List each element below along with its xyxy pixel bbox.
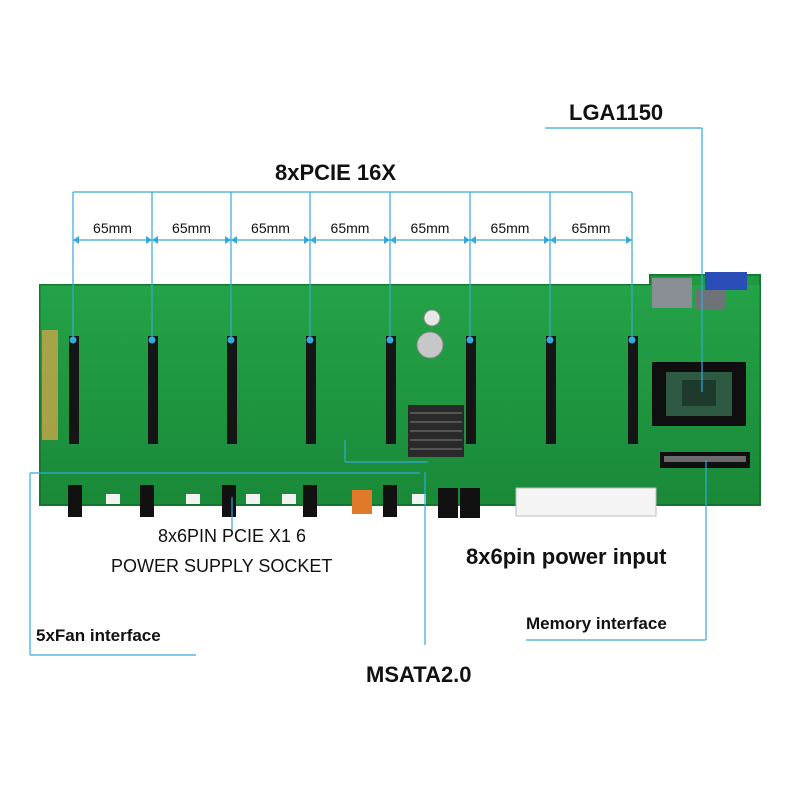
arrowhead-1-end <box>146 236 152 244</box>
slot-marker-3 <box>227 336 235 344</box>
arrowhead-5-start <box>390 236 396 244</box>
lga1150-label: LGA1150 <box>569 100 664 125</box>
arrowhead-1-start <box>73 236 79 244</box>
spacing-label-5: 65mm <box>411 220 450 236</box>
pcie-slot-8 <box>628 336 638 444</box>
arrowhead-4-end <box>384 236 390 244</box>
slot-marker-4 <box>306 336 314 344</box>
power-input-connector <box>515 487 657 517</box>
pcie-slots <box>69 336 638 444</box>
chipset-heatsink <box>408 405 464 457</box>
dimension-markers <box>69 192 636 344</box>
power-socket-line1: 8x6PIN PCIE X1 6 <box>158 526 307 546</box>
callout-lines <box>29 127 707 656</box>
pcie-slot-4 <box>306 336 316 444</box>
slot-marker-2 <box>148 336 156 344</box>
memory-slot <box>660 452 750 468</box>
dimension-labels: 65mm 65mm 65mm 65mm 65mm 65mm 65mm <box>93 220 610 236</box>
arrowhead-3-start <box>231 236 237 244</box>
pcie-count-label: 8xPCIE 16X <box>275 160 397 185</box>
pcie-slot-7 <box>546 336 556 444</box>
spacing-label-6: 65mm <box>491 220 530 236</box>
arrowhead-2-start <box>152 236 158 244</box>
arrowhead-5-end <box>464 236 470 244</box>
arrowhead-6-start <box>470 236 476 244</box>
pcie-slot-1 <box>69 336 79 444</box>
slot-marker-7 <box>546 336 554 344</box>
pcie-power-sockets <box>68 485 480 518</box>
slot-marker-1 <box>69 336 77 344</box>
cmos-battery <box>416 331 444 359</box>
spacing-label-2: 65mm <box>172 220 211 236</box>
pcie-slot-3 <box>227 336 237 444</box>
fan-interface-label: 5xFan interface <box>36 626 161 645</box>
spacing-label-7: 65mm <box>572 220 611 236</box>
pcie-slot-5 <box>386 336 396 444</box>
power-socket-line2: POWER SUPPLY SOCKET <box>111 556 333 576</box>
pcie-slot-2 <box>148 336 158 444</box>
power-input-label: 8x6pin power input <box>466 544 667 569</box>
slot-marker-6 <box>466 336 474 344</box>
slot-marker-5 <box>386 336 394 344</box>
arrowhead-2-end <box>225 236 231 244</box>
fan-headers <box>106 494 426 504</box>
memory-interface-label: Memory interface <box>526 614 667 633</box>
arrowhead-7-end <box>626 236 632 244</box>
arrowhead-4-start <box>310 236 316 244</box>
motherboard <box>39 272 761 518</box>
arrowhead-7-start <box>550 236 556 244</box>
arrowhead-3-end <box>304 236 310 244</box>
left-edge-header <box>42 330 58 440</box>
pcie-slot-6 <box>466 336 476 444</box>
slot-marker-8 <box>628 336 636 344</box>
spacing-label-3: 65mm <box>251 220 290 236</box>
cpu-socket <box>652 362 746 426</box>
arrowhead-6-end <box>544 236 550 244</box>
spacing-label-4: 65mm <box>331 220 370 236</box>
spacing-label-1: 65mm <box>93 220 132 236</box>
capacitor <box>423 309 441 327</box>
msata-label: MSATA2.0 <box>366 662 472 687</box>
